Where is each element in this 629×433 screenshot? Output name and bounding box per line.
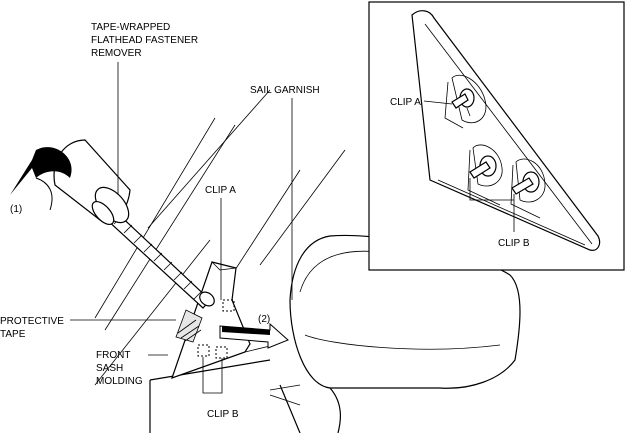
tool-label-line3: REMOVER <box>91 48 142 59</box>
inset-detail <box>368 1 625 271</box>
clip-a-label: CLIP A <box>205 185 236 196</box>
front-sash-label-line1: FRONT <box>96 350 130 361</box>
tool-label-line1: TAPE-WRAPPED <box>91 22 170 33</box>
tool-label-line2: FLATHEAD FASTENER <box>91 35 198 46</box>
rotation-arrow <box>10 147 72 211</box>
inset-clip-b-label: CLIP B <box>498 238 530 249</box>
window-frame-lines <box>94 89 346 386</box>
protective-tape-label-line1: PROTECTIVE <box>0 316 64 327</box>
tool-shaft <box>105 209 215 309</box>
front-sash-label-line3: MOLDING <box>96 376 143 387</box>
clip-b-position-1-dashed <box>197 344 210 357</box>
clip-b-label: CLIP B <box>207 409 239 420</box>
tool-handle <box>53 139 131 226</box>
sail-garnish-label: SAIL GARNISH <box>250 85 320 96</box>
front-sash-label-line2: SASH <box>96 363 123 374</box>
protective-tape <box>175 309 203 343</box>
protective-tape-label-line2: TAPE <box>0 329 26 340</box>
pull-arrow <box>219 322 289 349</box>
inset-clip-a-label: CLIP A <box>390 97 421 108</box>
leader-lines <box>70 62 293 394</box>
step-2-label: (2) <box>258 314 270 325</box>
clip-b-position-2-dashed <box>215 346 228 359</box>
clip-a-position-dashed <box>222 299 235 312</box>
side-mirror <box>279 234 521 433</box>
step-1-label: (1) <box>10 204 22 215</box>
door-body <box>149 359 301 433</box>
